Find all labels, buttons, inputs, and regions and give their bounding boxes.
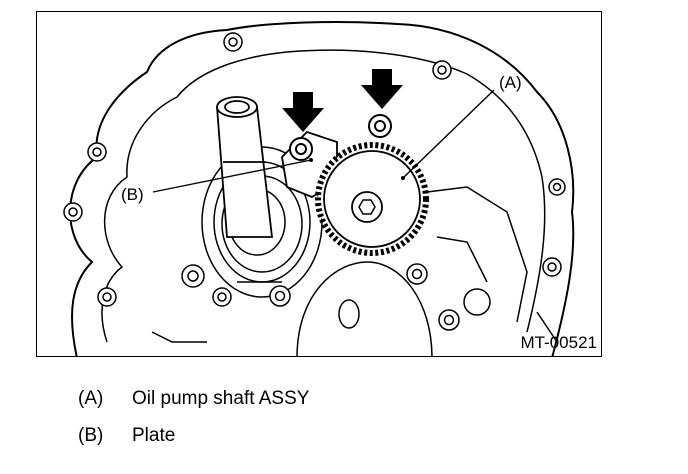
- legend-text-a: Oil pump shaft ASSY: [132, 388, 310, 409]
- legend-text-b: Plate: [132, 425, 176, 446]
- plate-bolt-left: [289, 137, 313, 161]
- callout-b: (B): [121, 185, 144, 204]
- arrow-down-icon: [361, 69, 403, 109]
- legend-item-b: (B) Plate: [78, 425, 175, 447]
- legend-key-a: (A): [78, 388, 104, 409]
- arrow-down-icon: [282, 92, 324, 132]
- leader-dot-b: [309, 158, 313, 162]
- leader-line-a: [402, 89, 495, 179]
- main-shaft: [216, 96, 274, 238]
- diagram-frame: (A) (B) MT-00521: [36, 11, 602, 357]
- legend-key-b: (B): [78, 425, 104, 446]
- callout-a: (A): [499, 73, 522, 92]
- legend-item-a: (A) Oil pump shaft ASSY: [78, 388, 309, 410]
- case-bolt-bosses: [63, 32, 566, 307]
- leader-line-b: [152, 159, 312, 193]
- housing-bolts: [181, 263, 491, 331]
- transmission-illustration: (A) (B) MT-00521: [63, 21, 597, 356]
- leader-dot-a: [401, 176, 405, 180]
- figure-id: MT-00521: [520, 333, 597, 352]
- plate-bolt-right: [368, 114, 392, 138]
- case-inner-contour: [101, 49, 546, 343]
- pump-gear-nut: [358, 199, 376, 215]
- lower-housing-details: [151, 186, 558, 356]
